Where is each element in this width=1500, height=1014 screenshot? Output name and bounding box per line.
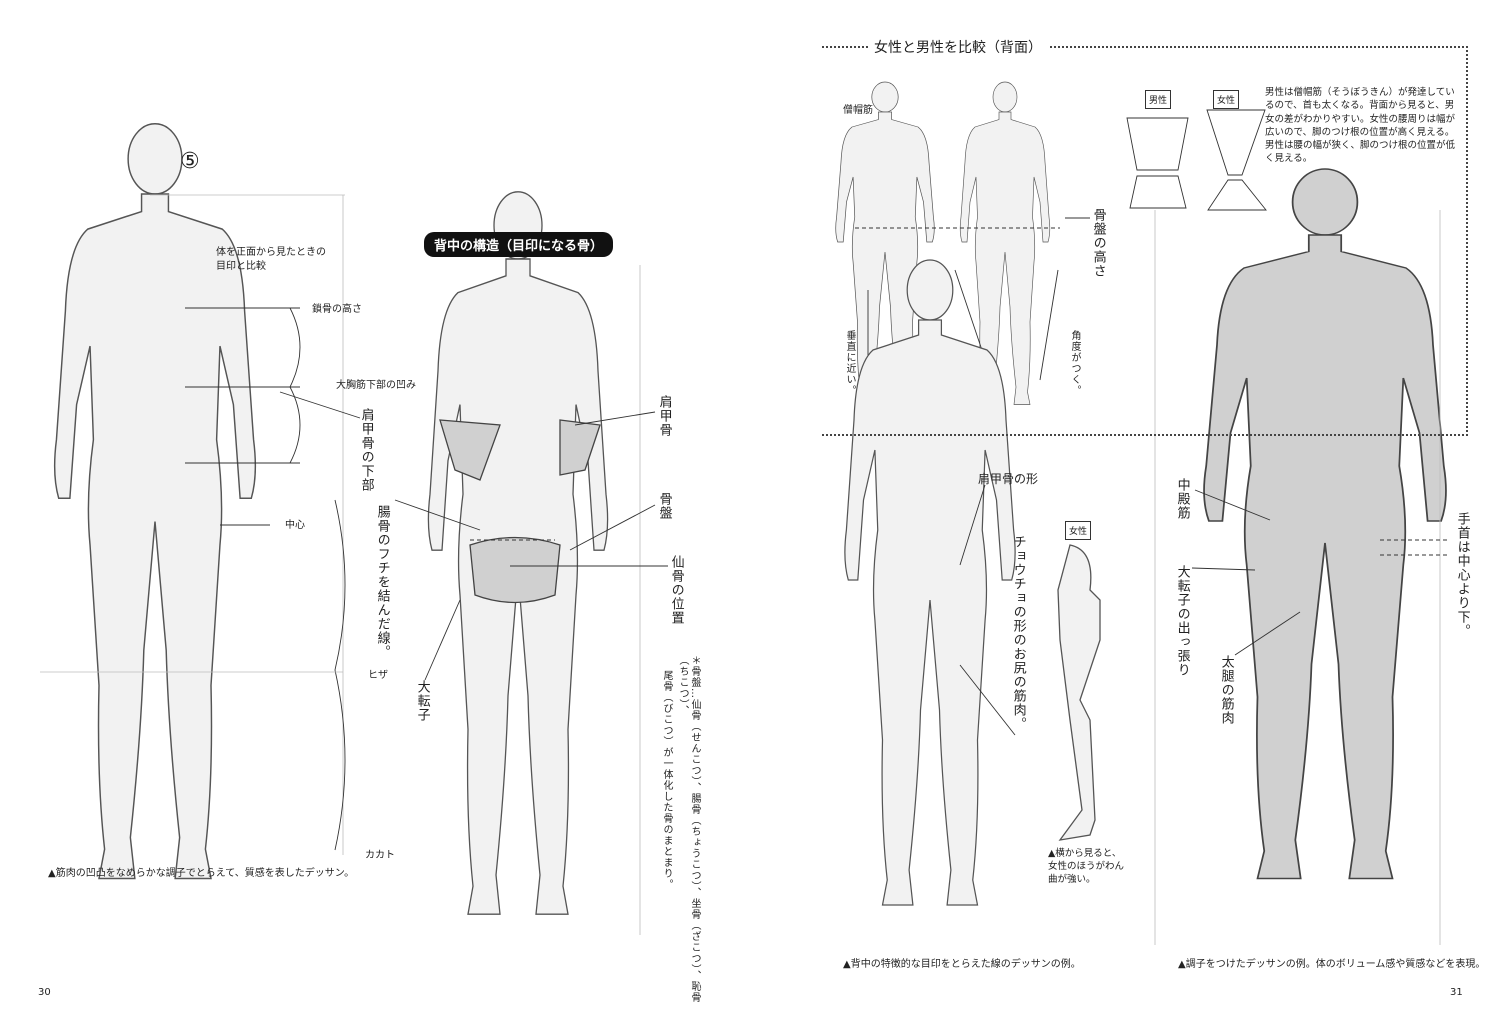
label-greater-trochanter: 大転子 bbox=[414, 680, 430, 722]
pelvis-note-line2: 尾骨（びこつ）が一体化した骨のまとまり。 bbox=[661, 670, 672, 890]
page-number-right: 31 bbox=[1450, 987, 1463, 998]
label-thigh-muscle: 太腿の筋肉 bbox=[1218, 655, 1234, 725]
comparison-description: 男性は僧帽筋（そうぼうきん）が発達してい るので、首も太くなる。背面から見ると、… bbox=[1265, 87, 1456, 165]
label-pectoral-dent: 大胸筋下部の凹み bbox=[336, 380, 416, 391]
label-angled: 角度がつく。 bbox=[1069, 330, 1080, 396]
label-scapula: 肩甲骨 bbox=[656, 395, 672, 437]
page-number-left: 30 bbox=[38, 987, 51, 998]
label-trochanter-bulge: 大転子の出っ張り bbox=[1174, 565, 1190, 677]
label-pelvis: 骨盤 bbox=[656, 492, 672, 520]
label-clavicle-height: 鎖骨の高さ bbox=[312, 304, 362, 315]
label-pelvis-height: 骨盤の高さ bbox=[1090, 208, 1106, 278]
comparison-box bbox=[822, 46, 1468, 436]
front-compare-note: 体を正面から見たときの 目印と比較 bbox=[216, 247, 326, 272]
label-iliac-line: 腸骨のフチを結んだ線。 bbox=[374, 505, 390, 659]
label-near-vertical: 垂直に近い。 bbox=[844, 330, 855, 396]
caption-shaded-drawing: ▲調子をつけたデッサンの例。体のボリューム感や質感などを表現。 bbox=[1178, 959, 1486, 970]
female-label: 女性 bbox=[1213, 90, 1240, 109]
step-marker: ⑤ bbox=[180, 149, 200, 174]
caption-left: ▲筋肉の凹凸をなめらかな調子でとらえて、質感を表したデッサン。 bbox=[48, 868, 355, 879]
label-sacrum-position: 仙骨の位置 bbox=[668, 555, 684, 625]
shaded-male-back-figure bbox=[53, 123, 257, 880]
label-heel: カカト bbox=[365, 850, 395, 861]
side-caption: ▲横から見ると、 女性のほうがわん 曲が強い。 bbox=[1048, 848, 1125, 885]
pelvis-note-line1: ＊骨盤…仙骨（せんこつ）、腸骨（ちょうこつ）、坐骨（ざこつ）、恥骨（ちこつ）、 bbox=[677, 655, 700, 1003]
comparison-title: 女性と男性を比較（背面） bbox=[868, 37, 1048, 57]
label-gluteus-medius: 中殿筋 bbox=[1174, 478, 1190, 520]
label-wrist-note: 手首は中心より下。 bbox=[1454, 512, 1470, 638]
side-female-label: 女性 bbox=[1065, 521, 1092, 540]
back-structure-banner: 背中の構造（目印になる骨） bbox=[424, 232, 614, 257]
label-center: 中心 bbox=[285, 520, 305, 531]
female-side-figure bbox=[1057, 544, 1101, 841]
caption-line-drawing: ▲背中の特徴的な目印をとらえた線のデッサンの例。 bbox=[843, 959, 1081, 970]
label-trapezius: 僧帽筋 bbox=[843, 105, 873, 116]
label-butterfly-glutes: チョウチョの形のお尻の筋肉。 bbox=[1010, 535, 1026, 731]
label-knee: ヒザ bbox=[368, 670, 388, 681]
label-scapula-shape: 肩甲骨の形 bbox=[978, 472, 1039, 486]
label-scapula-bottom: 肩甲骨の下部 bbox=[358, 408, 374, 492]
male-label: 男性 bbox=[1145, 90, 1172, 109]
